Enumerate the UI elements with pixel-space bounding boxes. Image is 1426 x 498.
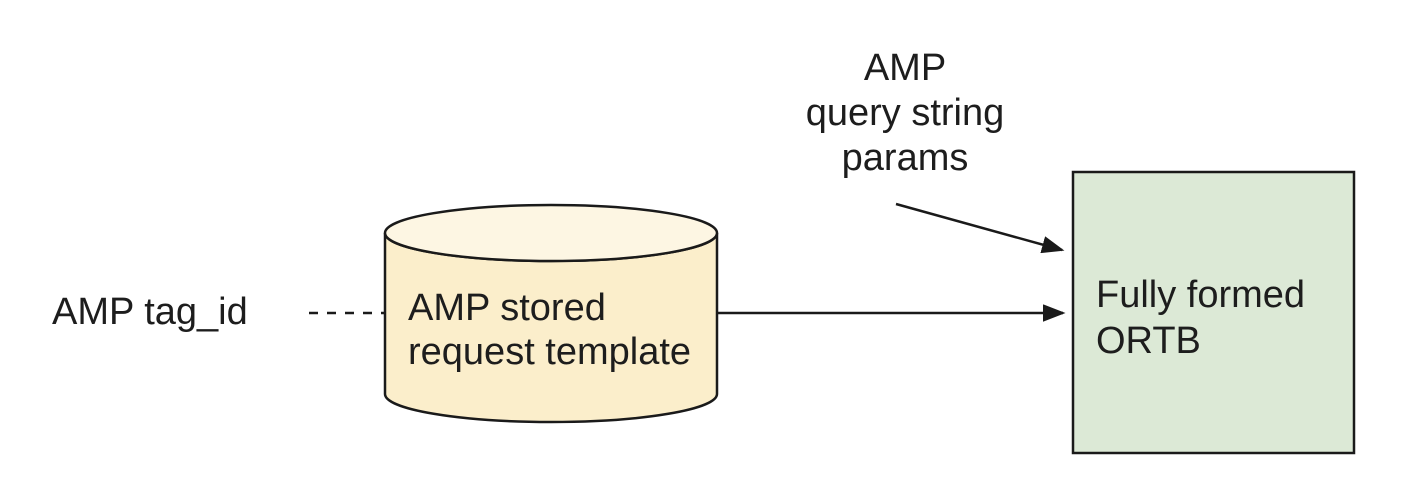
cylinder-label-line-1: AMP stored <box>408 287 606 329</box>
arrow-params-to-ortb <box>895 202 1065 254</box>
query-string-params-label: AMP query string params <box>755 46 1055 181</box>
amp-tag-id-label: AMP tag_id <box>52 291 248 333</box>
annotation-line-3: params <box>841 137 969 179</box>
annotation-line-2: query string <box>805 92 1005 134</box>
cylinder-label-line-2: request template <box>408 331 692 373</box>
fully-formed-ortb-label: Fully formed ORTB <box>1096 272 1305 364</box>
cylinder-top-face <box>383 203 719 263</box>
box-label-line-1: Fully formed <box>1096 274 1306 316</box>
ortb-box <box>1071 170 1356 455</box>
stored-request-template-label: AMP stored request template <box>408 286 691 374</box>
annotation-line-1: AMP <box>863 47 947 89</box>
box-label-line-2: ORTB <box>1096 320 1201 362</box>
